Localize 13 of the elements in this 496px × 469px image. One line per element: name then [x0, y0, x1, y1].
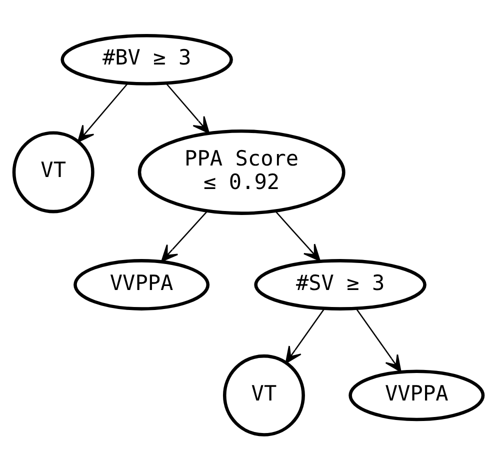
arrow	[160, 210, 208, 262]
arrow	[165, 82, 210, 134]
arrow	[284, 308, 324, 364]
node-circle: VT	[12, 130, 94, 213]
node-ellipse: PPA Score ≤ 0.92	[137, 128, 345, 214]
node-ellipse: #SV ≥ 3	[254, 258, 426, 310]
arrow	[274, 210, 320, 261]
node-ellipse: #BV ≥ 3	[60, 33, 232, 85]
node-ellipse: VVPPA	[73, 258, 210, 310]
node-circle: VT	[222, 354, 304, 436]
node-ellipse: VVPPA	[348, 369, 484, 421]
arrow	[355, 308, 401, 372]
arrow	[76, 82, 128, 142]
